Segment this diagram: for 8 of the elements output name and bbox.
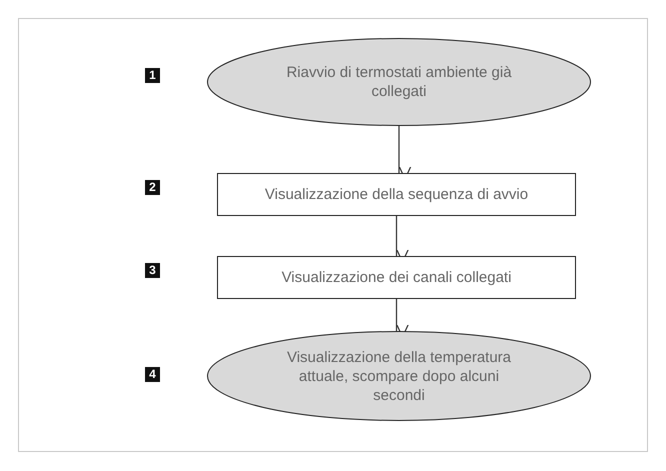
node-text: Visualizzazione della sequenza di avvio — [264, 185, 528, 204]
node-text: Riavvio di termostati ambiente già collegati — [285, 63, 513, 101]
node-text: Visualizzazione dei canali collegati — [282, 268, 512, 287]
step-number: 4 — [145, 367, 160, 382]
step-number: 1 — [145, 68, 160, 83]
node-text: Visualizzazione della temperatura attuale, scompare dopo alcuni secondi — [286, 348, 512, 404]
step-number: 2 — [145, 180, 160, 195]
step-number: 3 — [145, 263, 160, 278]
